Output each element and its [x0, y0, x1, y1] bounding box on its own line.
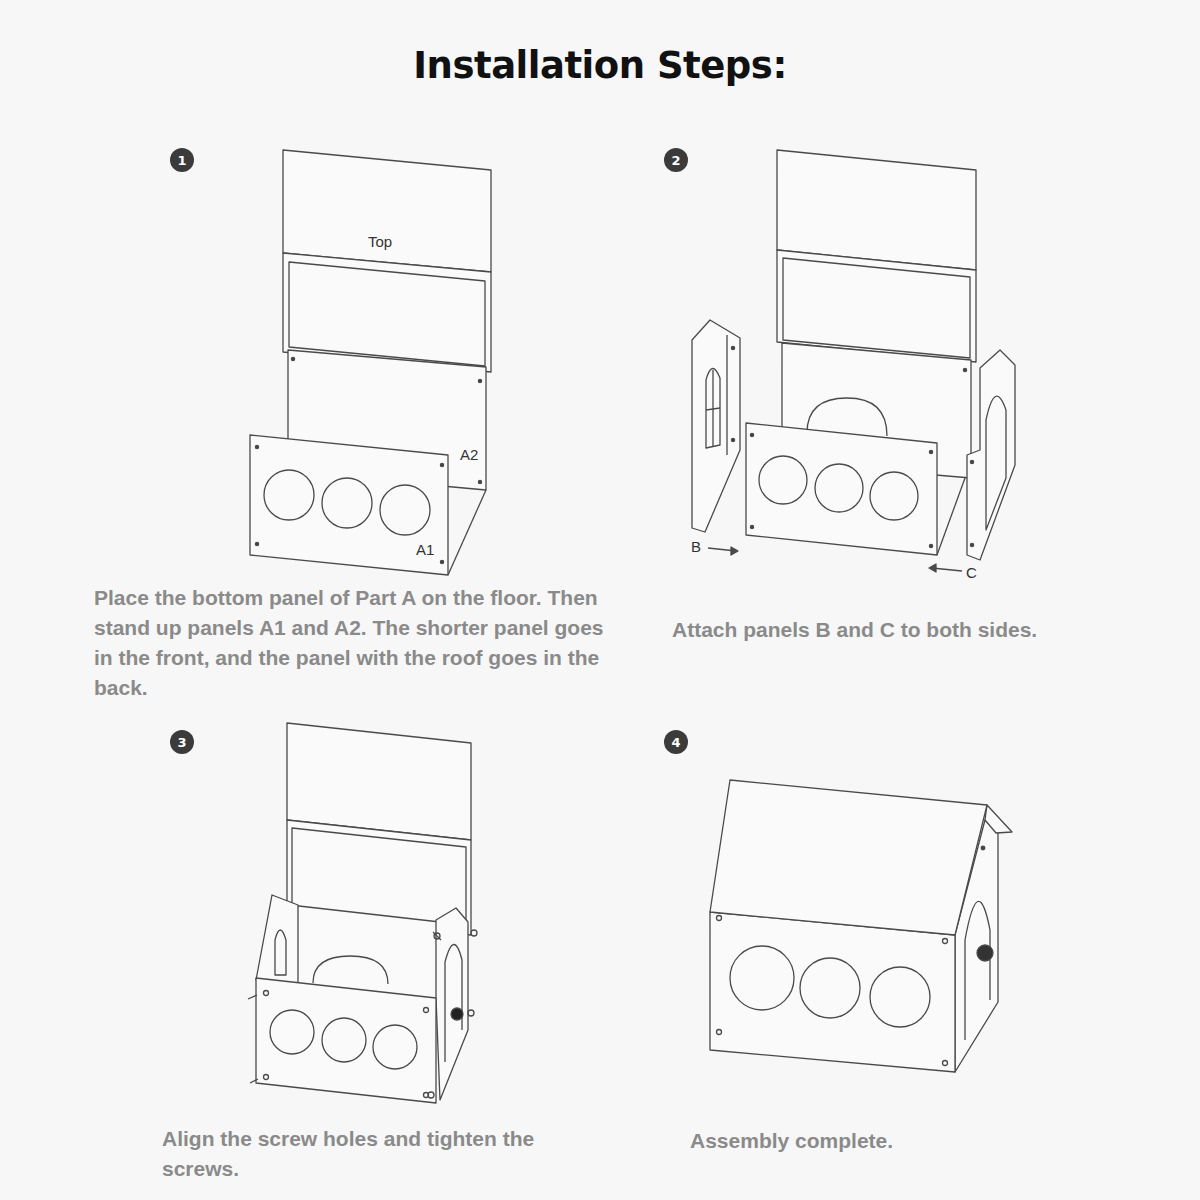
step-number-badge: 4 [664, 730, 688, 754]
part-label: A2 [460, 446, 486, 463]
step-caption: Attach panels B and C to both sides. [672, 615, 1172, 645]
step-number: 4 [671, 735, 680, 750]
step3-drawing [248, 723, 477, 1103]
step-number: 2 [671, 153, 680, 168]
part-label: C [966, 564, 980, 581]
step-number-badge: 3 [170, 730, 194, 754]
step4-drawing [710, 780, 1012, 1072]
step1-drawing [250, 150, 491, 575]
part-label: B [691, 538, 705, 555]
step-number: 1 [177, 153, 186, 168]
part-label: Top [368, 233, 408, 250]
step-caption: Align the screw holes and tighten the sc… [162, 1124, 602, 1184]
step2-drawing [692, 150, 1015, 572]
page-title: Installation Steps: [0, 44, 1200, 87]
step-caption: Place the bottom panel of Part A on the … [94, 583, 614, 703]
step-number-badge: 1 [170, 148, 194, 172]
step-number: 3 [177, 735, 186, 750]
step-caption: Assembly complete. [690, 1126, 1090, 1156]
step-number-badge: 2 [664, 148, 688, 172]
part-label: A1 [416, 541, 442, 558]
